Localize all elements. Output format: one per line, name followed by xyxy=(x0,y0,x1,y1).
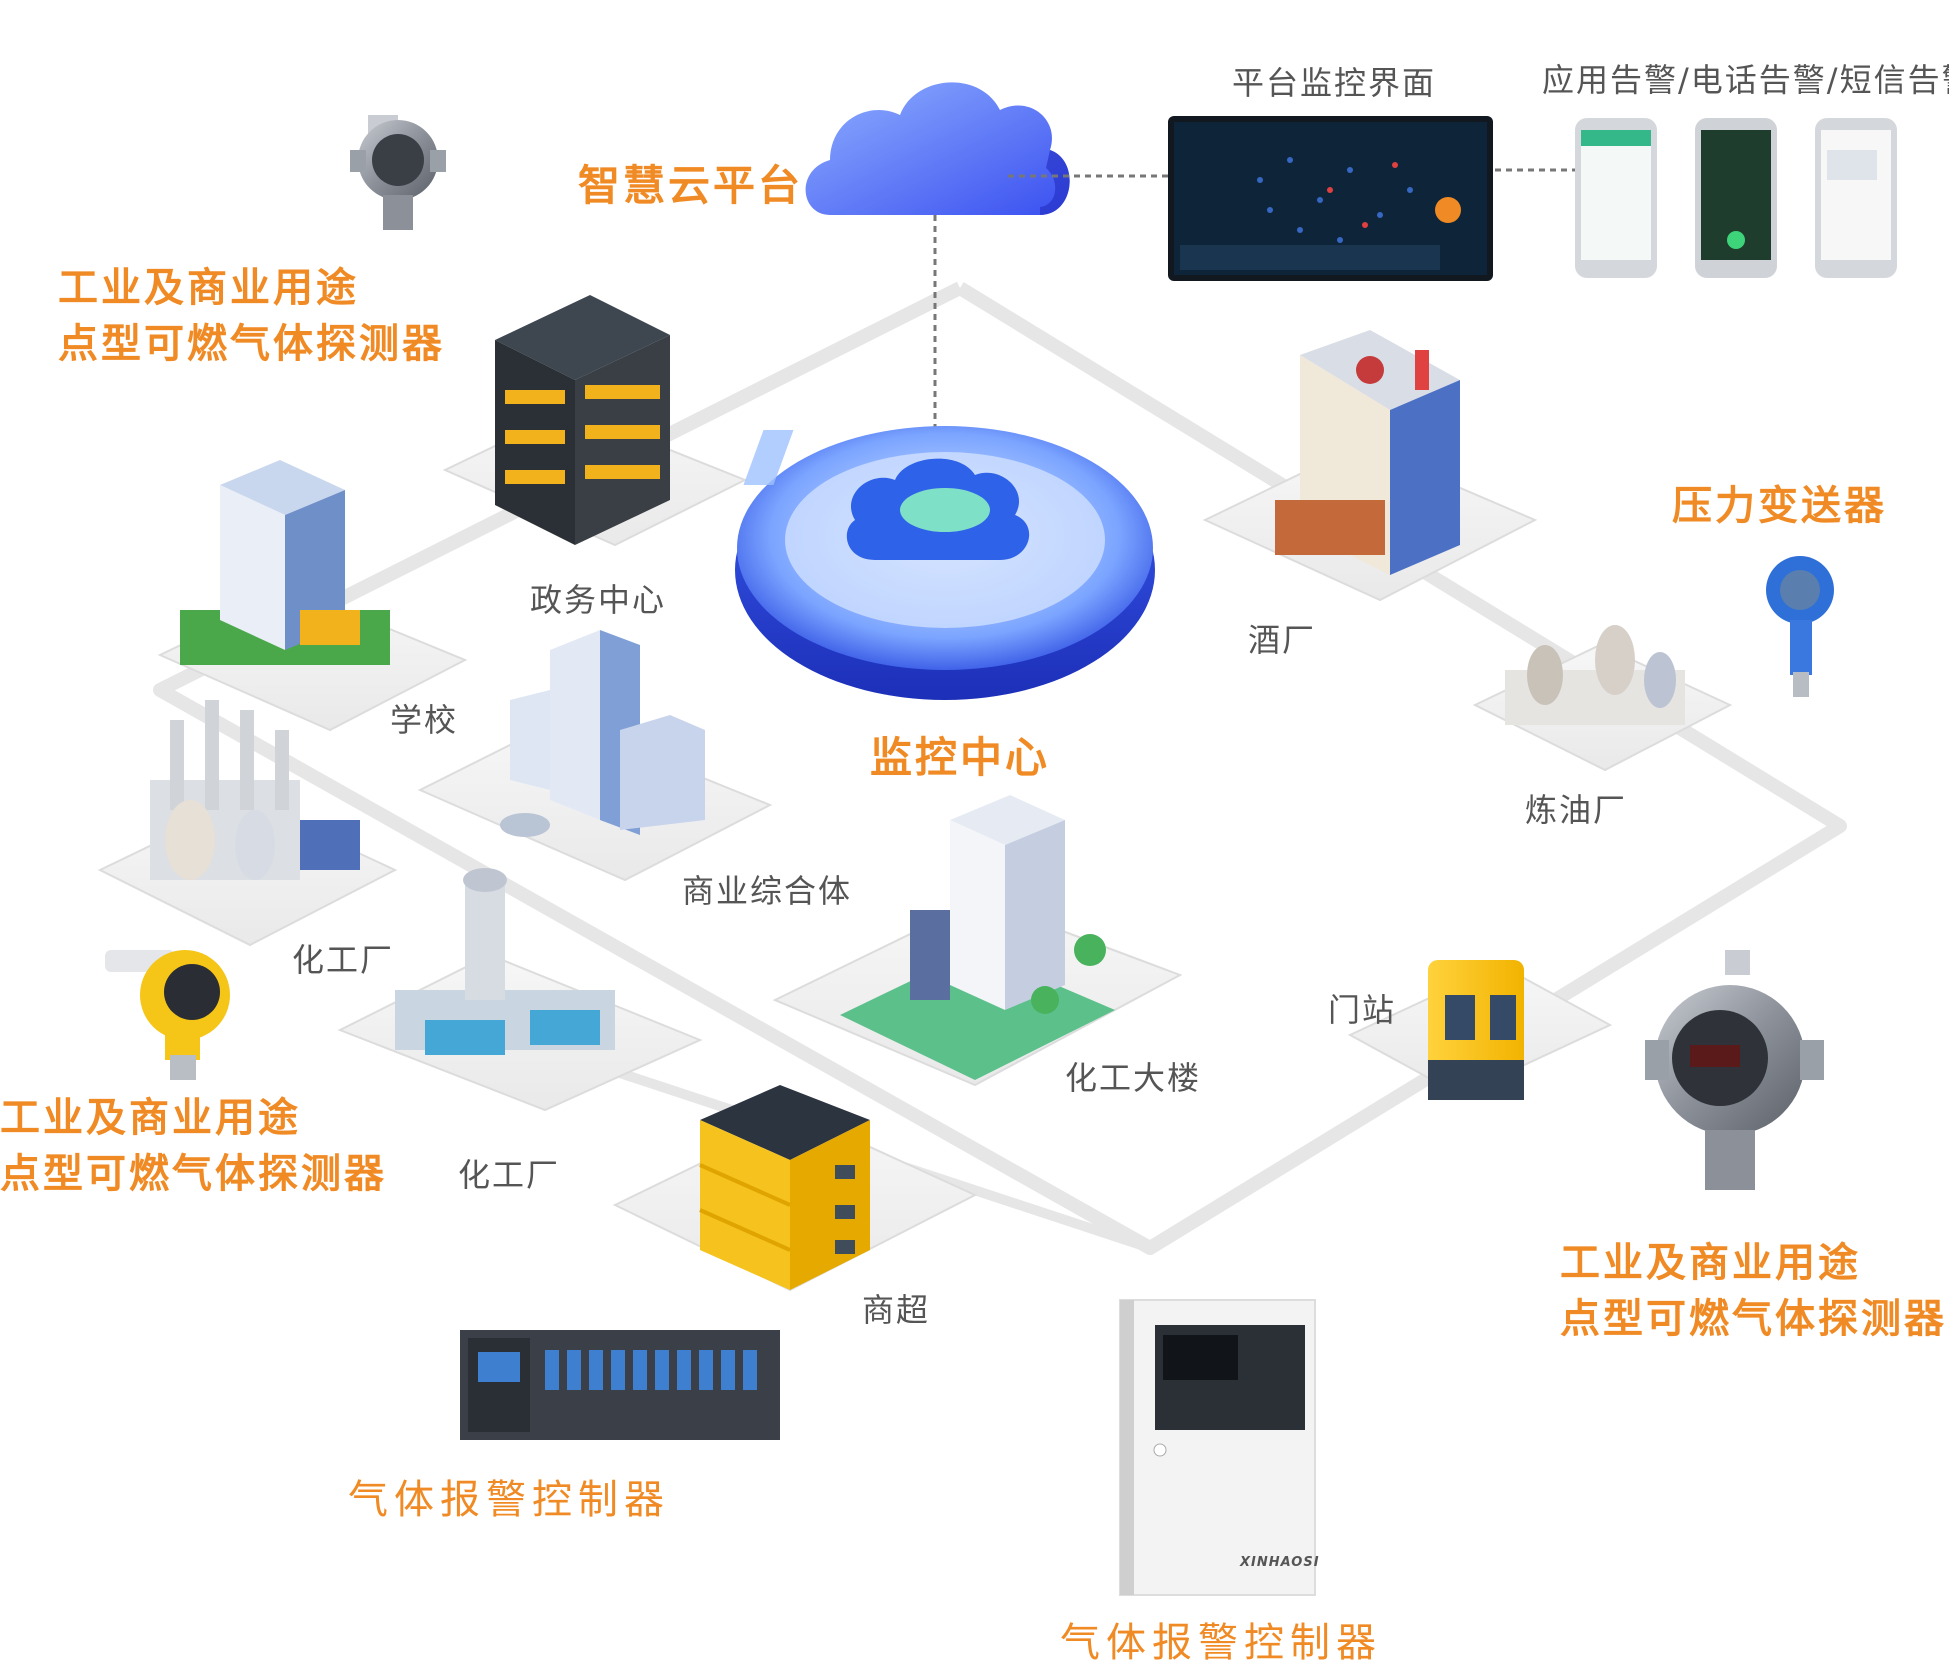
pressure-transmitter-device xyxy=(1766,556,1834,697)
detector-mid-left-device xyxy=(105,950,230,1080)
alerts-label: 应用告警/电话告警/短信告警 xyxy=(1542,61,1949,99)
site-label-gov: 政务中心 xyxy=(530,581,667,619)
platform-ui-label: 平台监控界面 xyxy=(1232,64,1437,102)
building-gate-station xyxy=(1428,960,1524,1100)
building-supermarket xyxy=(699,1085,870,1290)
detector-top-left-device xyxy=(350,115,446,230)
cloud-icon xyxy=(805,82,1070,215)
building-refinery xyxy=(1505,625,1685,725)
site-label-gate: 门站 xyxy=(1328,991,1397,1029)
building-gov-center xyxy=(495,295,670,545)
detector-right-device xyxy=(1645,950,1824,1190)
site-label-complex: 商业综合体 xyxy=(682,872,853,910)
dashed-links xyxy=(933,168,1575,430)
controller-wall-label: 气体报警控制器 xyxy=(1060,1620,1382,1666)
platform-screen xyxy=(1168,116,1493,281)
detector-mid-left-label: 工业及商业用途 点型可燃气体探测器 xyxy=(0,1090,387,1202)
detector-right-label: 工业及商业用途 点型可燃气体探测器 xyxy=(1560,1235,1947,1347)
site-label-chem1: 化工厂 xyxy=(292,941,395,979)
site-label-supermarket: 商超 xyxy=(862,1291,931,1329)
monitor-center-platform xyxy=(735,426,1155,700)
detector-right-line1: 工业及商业用途 xyxy=(1560,1240,1861,1286)
monitor-center-title: 监控中心 xyxy=(870,733,1051,782)
detector-mid-left-line1: 工业及商业用途 xyxy=(0,1095,301,1141)
detector-right-line2: 点型可燃气体探测器 xyxy=(1560,1296,1947,1342)
building-chem-plant-1 xyxy=(150,700,360,880)
site-label-school: 学校 xyxy=(390,701,459,739)
detector-top-left-line1: 工业及商业用途 xyxy=(58,265,359,311)
site-label-brewery: 酒厂 xyxy=(1248,621,1317,659)
detector-top-left-label: 工业及商业用途 点型可燃气体探测器 xyxy=(58,260,445,372)
controller-rack-device xyxy=(460,1330,780,1440)
controller-wall-device xyxy=(1119,1299,1316,1596)
site-label-refinery: 炼油厂 xyxy=(1525,791,1628,829)
building-school xyxy=(180,460,390,665)
building-chem-tower xyxy=(840,795,1115,1080)
controller-rack-label: 气体报警控制器 xyxy=(348,1477,670,1523)
building-brewery xyxy=(1275,330,1460,575)
controller-brand-text: XINHAOSI xyxy=(1240,1555,1320,1570)
building-complex xyxy=(500,630,705,837)
site-label-chembuilding: 化工大楼 xyxy=(1065,1059,1202,1097)
detector-mid-left-line2: 点型可燃气体探测器 xyxy=(0,1151,387,1197)
detector-top-left-line2: 点型可燃气体探测器 xyxy=(58,321,445,367)
alert-phones xyxy=(1575,118,1897,278)
site-label-chem2: 化工厂 xyxy=(458,1156,561,1194)
pressure-transmitter-label: 压力变送器 xyxy=(1672,483,1887,529)
building-chem-plant-2 xyxy=(395,868,615,1055)
cloud-platform-title: 智慧云平台 xyxy=(578,161,804,210)
